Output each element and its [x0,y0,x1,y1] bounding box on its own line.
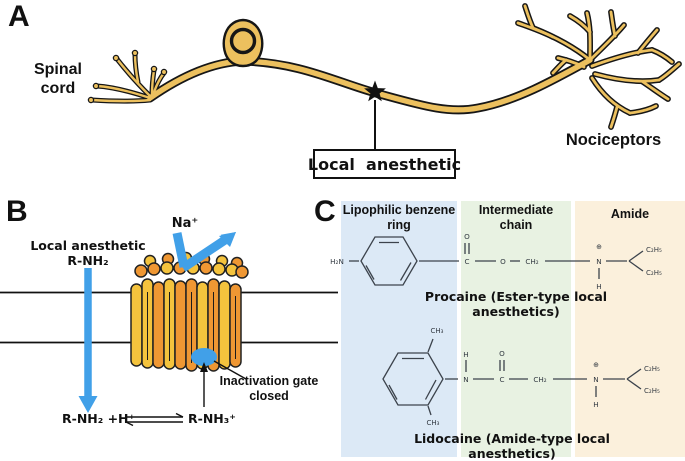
local-anesthetic-molecule-label: Local anesthetic R-NH₂ [28,238,148,268]
equation-left: R-NH₂ +H⁺ [62,411,136,426]
procaine-carbonyl-c: C [464,257,469,266]
lidocaine-ch2: CH₂ [533,375,546,384]
inactivation-gate-line1: Inactivation gate [219,374,319,388]
procaine-ethyl1: C₂H₅ [646,246,662,254]
inactivation-gate [191,348,217,366]
na-bounce-arrow [172,232,236,272]
region-amide [575,201,685,457]
lidocaine-amide-n: N [463,375,468,384]
region-head-intermediate: Intermediate chain [461,203,571,233]
lidocaine-n: N [593,375,598,384]
lidocaine-methyl-bottom: CH₃ [427,419,440,427]
nucleus [229,27,257,55]
neuron [87,3,682,130]
procaine-caption: Procaine (Ester-type local anesthetics) [424,289,608,319]
injection-site-star-icon [364,80,386,102]
local-anesthetic-line1: Local anesthetic [30,238,146,253]
lidocaine-caption: Lidocaine (Amide-type local anesthetics) [414,431,610,461]
sodium-channel [130,251,249,372]
procaine-amine-label: H₂N [330,257,344,266]
procaine-nh: H [596,282,601,291]
spinal-cord-label: Spinal cord [18,60,98,98]
procaine-structure: H₂N O C O CH₂ ⊕ N H C₂H₅ C₂H₅ [330,232,662,291]
anesthetic-diffusion-arrow [78,268,98,413]
panel-c-label: C [314,195,336,228]
gate-pointer-arrow [200,360,247,407]
region-head-lipophilic: Lipophilic benzene ring [341,203,457,233]
procaine-ch2: CH₂ [525,257,538,266]
spinal-cord-line2: cord [40,80,76,97]
lidocaine-ethyl1: C₂H₅ [644,365,660,373]
equation-right: R-NH₃⁺ [188,411,236,426]
region-intermediate [461,201,571,457]
lidocaine-amide-h: H [463,350,468,359]
procaine-n: N [596,257,601,266]
local-anesthetic-line2: R-NH₂ [67,253,109,268]
region-head-intermediate-line1: Intermediate [478,203,554,217]
lidocaine-carbonyl-o: O [499,349,505,358]
lidocaine-methyl-top: CH₃ [431,327,444,335]
region-head-amide: Amide [610,207,650,221]
spinal-cord-line1: Spinal [33,61,82,78]
region-lipophilic [341,201,457,457]
region-head-intermediate-line2: chain [499,218,533,232]
panel-a-label: A [8,0,30,33]
procaine-carbonyl-o: O [464,232,470,241]
nociceptors-label: Nociceptors [565,131,662,149]
panel-b-label: B [6,195,28,228]
inactivation-gate-label: Inactivation gate closed [216,374,322,404]
lidocaine-structure: CH₃ CH₃ H N O C CH₂ ⊕ N H C₂H₅ C₂H₅ [382,327,660,427]
dendrite-knobs [87,49,168,104]
region-head-lipophilic-line2: ring [387,218,411,232]
lidocaine-nh: H [593,400,598,409]
local-anesthetic-box: Local anesthetic [308,149,461,179]
region-head-lipophilic-line1: Lipophilic benzene [342,203,456,217]
procaine-ethyl2: C₂H₅ [646,269,662,277]
lidocaine-charge: ⊕ [593,361,599,369]
sodium-label: Na⁺ [171,216,199,231]
procaine-ester-o: O [500,257,506,266]
soma [222,18,264,68]
equilibrium-arrows [125,412,184,427]
lidocaine-ethyl2: C₂H₅ [644,387,660,395]
inactivation-gate-line2: closed [249,389,289,403]
lidocaine-carbonyl-c: C [499,375,504,384]
procaine-charge: ⊕ [596,243,602,251]
